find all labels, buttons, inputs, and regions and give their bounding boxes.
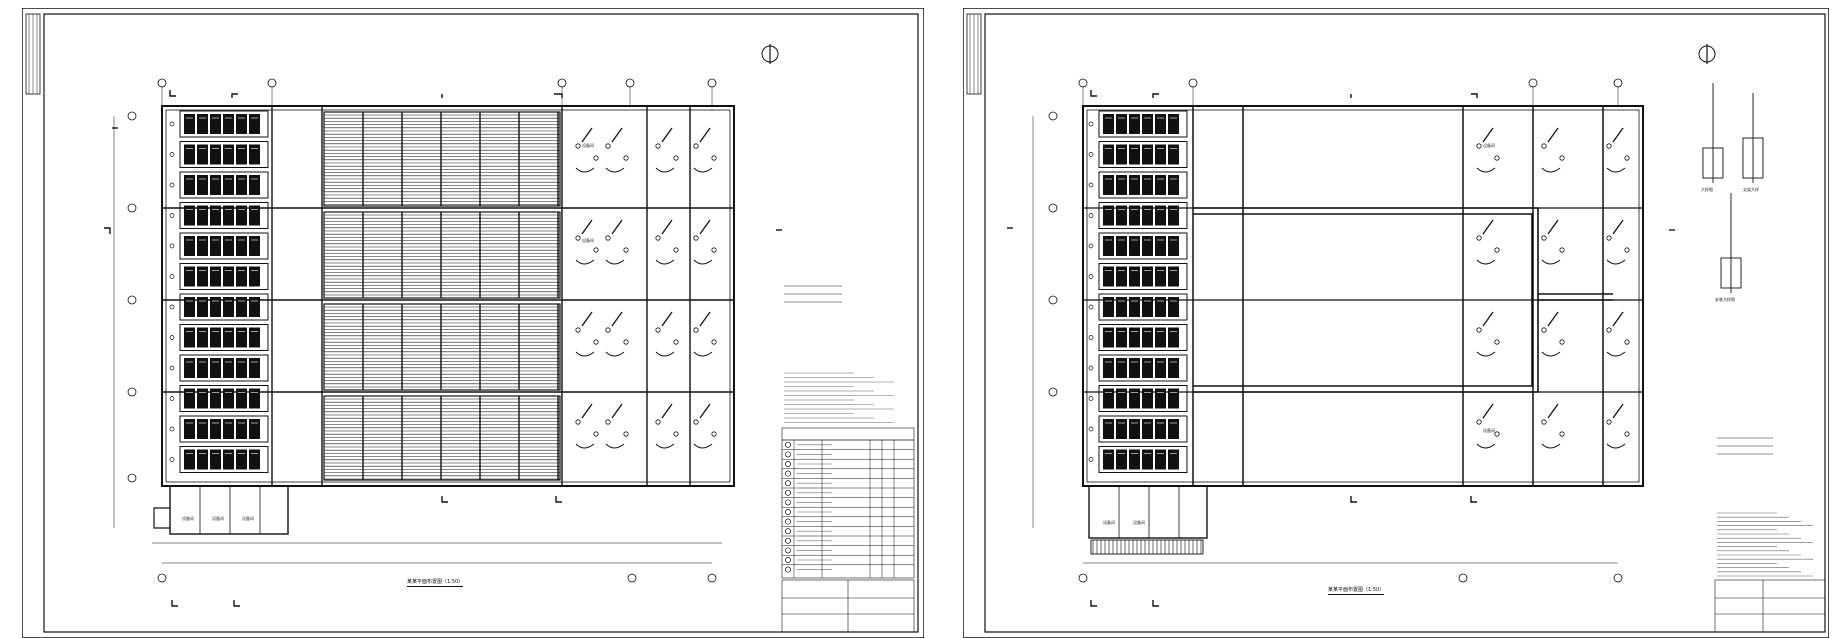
room-label: 设备间: [1483, 428, 1495, 433]
equipment-rows-left: [169, 110, 269, 473]
room-label: 设备间: [212, 516, 224, 521]
north-arrow-icon: [761, 44, 779, 64]
detail-label: 支架大样: [1743, 187, 1759, 192]
pipe-fittings-left: [575, 127, 717, 449]
detail-label: 大样图: [1701, 187, 1713, 192]
room-label: 设备间: [1133, 520, 1145, 525]
section-marker-icon: [1007, 90, 1675, 607]
room-label: 设备间: [1103, 520, 1115, 525]
plan-title-right: 某某平面布置图（1:50）: [1328, 587, 1385, 595]
drawing-sheet-right: 某某平面布置图（1:50） 大样图 支架大样 安装大样图 设备间 设备间 设备间…: [963, 8, 1829, 638]
room-label: 设备间: [582, 143, 594, 148]
drawing-sheet-left: 某某平面布置图（1:50） 设备间 设备间 设备间 设备间 设备间: [22, 8, 924, 638]
pipe-fittings-right: [1476, 127, 1630, 449]
room-label: 设备间: [582, 238, 594, 243]
equipment-rows-right: [1088, 110, 1188, 473]
left-sheet-frame: [22, 8, 924, 638]
room-label: 设备间: [1483, 143, 1495, 148]
room-label: 设备间: [242, 516, 254, 521]
detail-label: 安装大样图: [1715, 297, 1735, 302]
right-sheet-frame: [963, 8, 1829, 638]
plan-title-left: 某某平面布置图（1:50）: [407, 579, 464, 587]
north-arrow-icon: [1698, 44, 1716, 64]
section-marker-icon: [104, 90, 782, 607]
grating-area-left: [323, 111, 561, 481]
room-label: 设备间: [182, 516, 194, 521]
